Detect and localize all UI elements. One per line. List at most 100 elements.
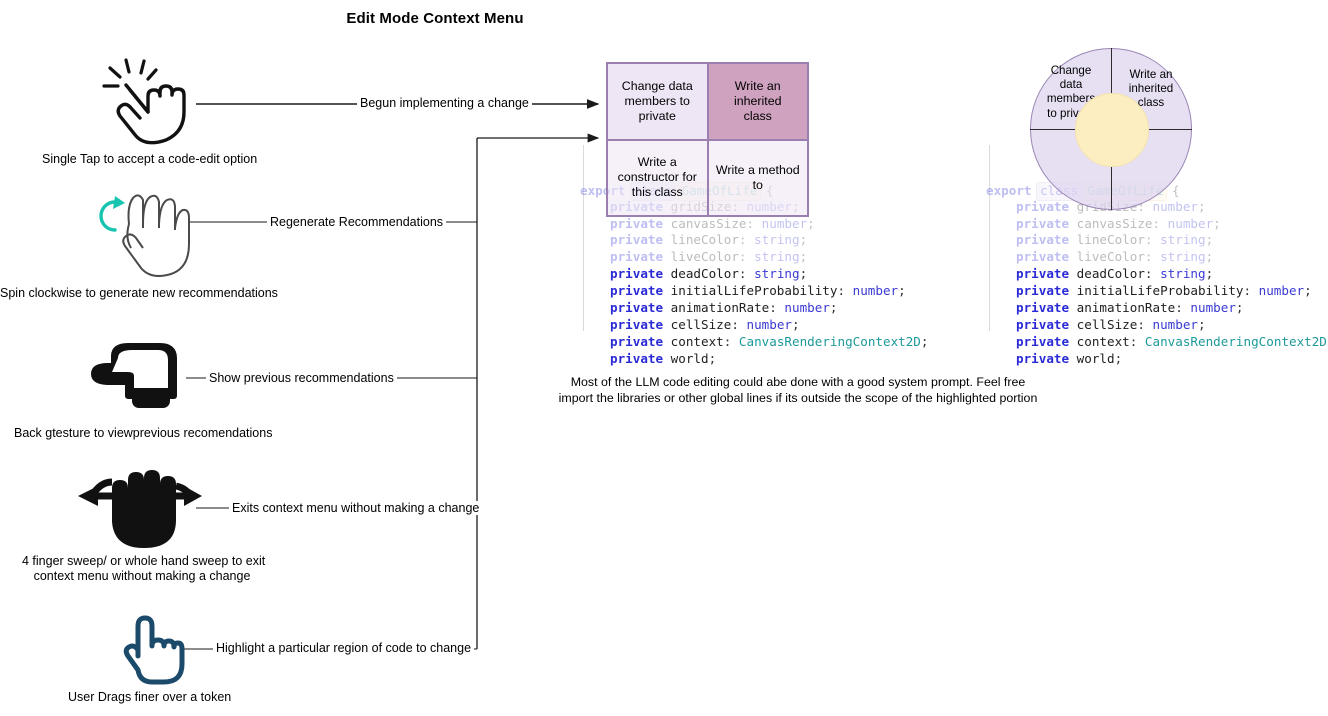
code-line: private deadColor: string;: [580, 266, 980, 283]
code-token: string: [1160, 266, 1206, 282]
code-token: context: [1069, 333, 1130, 349]
code-token: cellSize: [1069, 316, 1138, 332]
gesture-caption: Back gtesture to viewprevious recomendat…: [14, 426, 273, 440]
radial-hub[interactable]: [1075, 93, 1149, 167]
code-line: private initialLifeProbability: number;: [986, 283, 1328, 300]
code-token: ;: [1327, 334, 1328, 349]
code-token: animationRate: [1069, 299, 1176, 315]
indent-guide: [583, 145, 584, 331]
code-token: :: [1137, 316, 1153, 332]
gesture-four-finger-sweep: 4 finger sweep/ or whole hand sweep to e…: [22, 466, 492, 596]
code-token: world: [1069, 350, 1115, 366]
code-token: ;: [1205, 249, 1214, 265]
context-menu-option-label: Write a constructor for this class: [617, 155, 697, 200]
radial-quadrant-top-right[interactable]: Write an inherited class: [1128, 68, 1174, 110]
code-token: private: [1016, 316, 1070, 332]
connector-label-exits-menu: Exits context menu without making a chan…: [229, 501, 483, 515]
code-token: ;: [1114, 350, 1123, 366]
code-line: private canvasSize: number;: [580, 216, 980, 233]
code-token: string: [754, 266, 800, 282]
code-token: number: [1152, 316, 1199, 332]
code-token: string: [754, 249, 800, 265]
context-menu-option-label: Write a method to: [715, 162, 800, 192]
code-token: cellSize: [663, 316, 732, 332]
code-token: private: [1016, 249, 1070, 265]
code-token: canvasSize: [1069, 215, 1153, 231]
code-token: private: [1016, 232, 1070, 248]
connector-label-begun-change: Begun implementing a change: [357, 96, 532, 110]
code-token: ;: [799, 266, 808, 282]
code-token: ;: [1205, 232, 1214, 248]
code-token: number: [1152, 198, 1199, 214]
gesture-spin-clockwise: Spin clockwise to generate new recommend…: [0, 188, 505, 300]
code-line: private context: CanvasRenderingContext2…: [580, 334, 980, 351]
code-token: private: [1016, 299, 1070, 315]
code-token: :: [738, 266, 755, 282]
code-token: string: [754, 232, 800, 248]
code-token: private: [1016, 333, 1070, 349]
code-token: ;: [708, 350, 717, 366]
connector-label-show-previous: Show previous recommendations: [206, 371, 397, 385]
code-token: :: [723, 333, 739, 349]
code-token: private: [610, 299, 664, 315]
code-token: ;: [1205, 266, 1214, 282]
code-token: private: [610, 232, 664, 248]
code-token: :: [1144, 232, 1161, 248]
pointing-finger-icon: [118, 612, 188, 691]
code-token: :: [1144, 266, 1161, 282]
code-token: :: [1175, 299, 1191, 315]
code-line: private deadColor: string;: [986, 266, 1328, 283]
code-token: private: [610, 283, 664, 299]
code-line: private lineColor: string;: [580, 232, 980, 249]
code-line: private animationRate: number;: [580, 300, 980, 317]
code-token: ;: [799, 249, 808, 265]
code-token: private: [1016, 350, 1070, 366]
code-line: private liveColor: string;: [986, 249, 1328, 266]
code-token: :: [738, 249, 755, 265]
code-token: export: [986, 182, 1032, 198]
context-menu-option-bottom-right[interactable]: Write a method to: [707, 139, 808, 216]
explanatory-note: Most of the LLM code editing could abe d…: [558, 375, 1038, 405]
code-line: private initialLifeProbability: number;: [580, 283, 980, 300]
code-token: :: [1152, 215, 1168, 231]
code-token: ;: [799, 232, 808, 248]
gesture-caption: Single Tap to accept a code-edit option: [42, 152, 258, 166]
code-token: canvasSize: [663, 215, 747, 231]
context-menu-option-top-left[interactable]: Change data members to private: [607, 63, 708, 140]
context-menu-radial[interactable]: Change data members to private Write an …: [1030, 48, 1192, 210]
code-token: private: [1016, 215, 1070, 231]
code-token: lineColor: [663, 232, 739, 248]
code-token: private: [610, 249, 664, 265]
code-token: private: [610, 316, 664, 332]
code-token: :: [1243, 283, 1259, 299]
code-line: private cellSize: number;: [580, 317, 980, 334]
code-token: deadColor: [663, 266, 739, 282]
code-token: private: [1016, 198, 1070, 214]
connector-label-regenerate: Regenerate Recommendations: [267, 215, 447, 229]
code-token: ;: [1235, 299, 1244, 315]
gesture-single-tap: Single Tap to accept a code-edit option: [42, 52, 516, 172]
code-token: ;: [898, 283, 906, 299]
code-token: number: [1190, 299, 1236, 315]
four-finger-sweep-hand-icon: [72, 466, 202, 561]
code-token: :: [1144, 249, 1161, 265]
code-token: context: [663, 333, 724, 349]
connector-label-highlight-region: Highlight a particular region of code to…: [213, 641, 475, 655]
code-token: private: [1016, 283, 1070, 299]
code-line: private animationRate: number;: [986, 300, 1328, 317]
code-line: private context: CanvasRenderingContext2…: [986, 334, 1328, 351]
code-line: private canvasSize: number;: [986, 216, 1328, 233]
gesture-caption: 4 finger sweep/ or whole hand sweep to e…: [22, 554, 266, 583]
code-token: :: [837, 283, 853, 299]
code-line: private cellSize: number;: [986, 317, 1328, 334]
code-token: :: [1137, 198, 1153, 214]
code-token: :: [731, 316, 747, 332]
code-token: ;: [1304, 283, 1312, 299]
context-menu-option-bottom-left[interactable]: Write a constructor for this class: [607, 139, 708, 216]
code-token: :: [769, 299, 785, 315]
code-token: world: [663, 350, 709, 366]
context-menu-option-top-right[interactable]: Write an inherited class: [707, 63, 808, 140]
code-line: private liveColor: string;: [580, 249, 980, 266]
code-token: private: [610, 350, 664, 366]
